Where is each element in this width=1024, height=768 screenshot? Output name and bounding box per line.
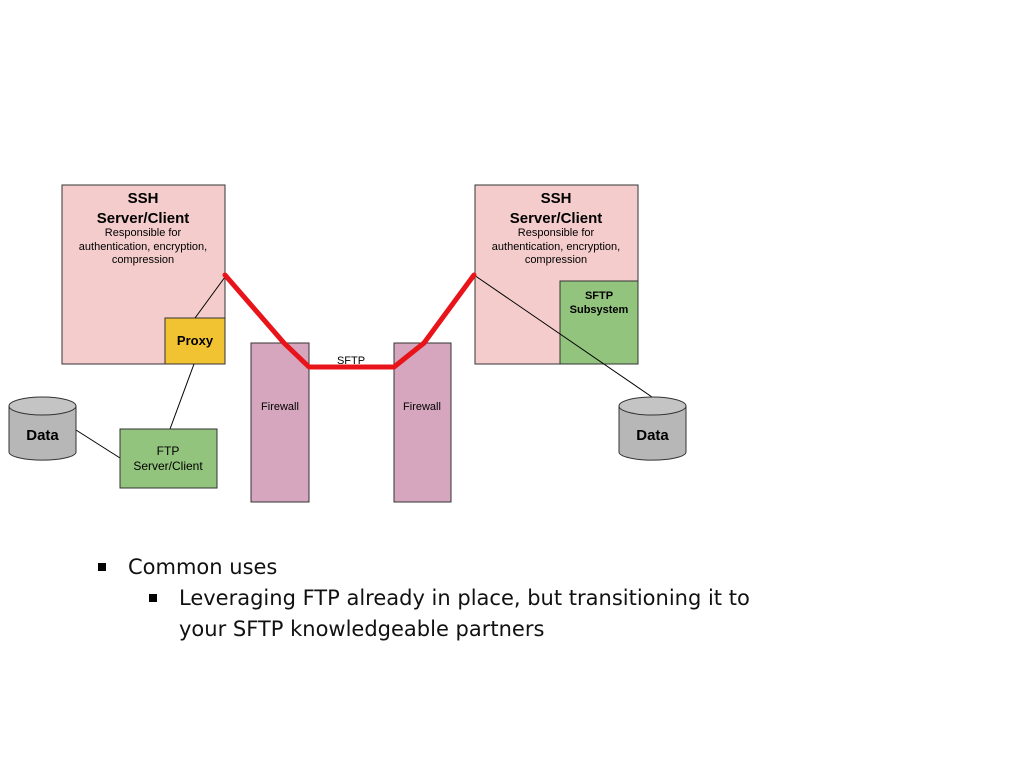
bullet-list: Common uses Leveraging FTP already in pl… bbox=[96, 552, 816, 645]
right-database-icon bbox=[618, 396, 687, 461]
right-ssh-desc-1: Responsible for bbox=[518, 227, 595, 239]
bullet-level-1-text: Common uses bbox=[128, 555, 278, 579]
left-database-icon bbox=[8, 396, 77, 461]
right-ssh-title-2: Server/Client bbox=[510, 210, 603, 227]
left-ssh-title-2: Server/Client bbox=[97, 210, 190, 227]
left-ssh-title-1: SSH bbox=[128, 190, 159, 207]
right-ssh-desc-3: compression bbox=[525, 254, 587, 266]
proxy-label: Proxy bbox=[177, 333, 214, 348]
left-firewall-label: Firewall bbox=[261, 401, 299, 413]
sftp-diagram: SSH Server/Client Responsible for authen… bbox=[8, 184, 687, 503]
bullet-level-2-text: Leveraging FTP already in place, but tra… bbox=[179, 586, 750, 641]
connector-proxy-to-ftp bbox=[169, 363, 195, 430]
right-ssh-title-1: SSH bbox=[541, 190, 572, 207]
ftp-box-label-2: Server/Client bbox=[133, 459, 203, 473]
sftp-link-label: SFTP bbox=[337, 355, 365, 367]
square-bullet-icon bbox=[149, 594, 157, 602]
left-ssh-desc-2: authentication, encryption, bbox=[79, 241, 207, 253]
connector-data-to-ftp bbox=[75, 429, 121, 459]
bullet-level-2: Leveraging FTP already in place, but tra… bbox=[96, 583, 799, 645]
bullet-level-1: Common uses bbox=[96, 552, 816, 583]
ftp-box-label-1: FTP bbox=[157, 444, 180, 458]
sftp-subsystem-label-2: Subsystem bbox=[570, 304, 629, 316]
sftp-subsystem-label-1: SFTP bbox=[585, 290, 613, 302]
sftp-connection-line bbox=[222, 272, 477, 370]
left-ssh-desc-1: Responsible for bbox=[105, 227, 182, 239]
proxy-box bbox=[164, 317, 226, 365]
right-firewall bbox=[393, 342, 452, 503]
sftp-subsystem-box bbox=[559, 280, 639, 365]
square-bullet-icon bbox=[98, 563, 106, 571]
right-ssh-desc-2: authentication, encryption, bbox=[492, 241, 620, 253]
left-firewall bbox=[250, 342, 310, 503]
right-database-label: Data bbox=[636, 427, 669, 444]
ftp-server-client-box bbox=[119, 428, 218, 489]
left-ssh-desc-3: compression bbox=[112, 254, 174, 266]
left-database-label: Data bbox=[26, 427, 59, 444]
connector-left-corner-to-proxy bbox=[194, 276, 226, 319]
right-firewall-label: Firewall bbox=[403, 401, 441, 413]
connector-right-corner-to-data bbox=[473, 274, 653, 398]
